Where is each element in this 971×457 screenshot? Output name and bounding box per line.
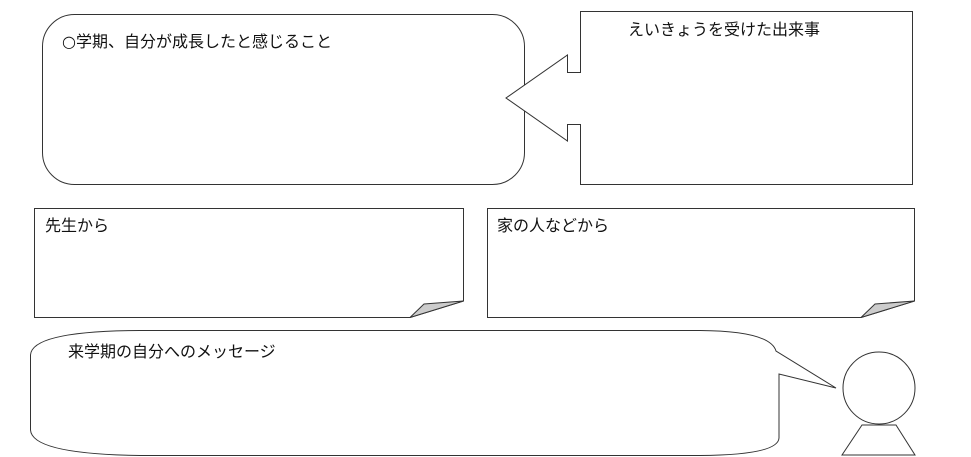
person-body-icon [841, 424, 916, 456]
growth-label: ○学期、自分が成長したと感じること [62, 32, 332, 51]
message-speech-bubble[interactable] [30, 330, 837, 456]
person-head-icon [842, 351, 916, 425]
teacher-label: 先生から [45, 216, 110, 235]
teacher-box-fold-icon [409, 300, 464, 318]
influence-label: えいきょうを受けた出来事 [628, 20, 821, 39]
influence-arrow-box[interactable] [505, 11, 913, 185]
family-box-fold-icon [860, 300, 915, 318]
message-label: 来学期の自分へのメッセージ [68, 342, 276, 361]
family-label: 家の人などから [497, 216, 610, 235]
